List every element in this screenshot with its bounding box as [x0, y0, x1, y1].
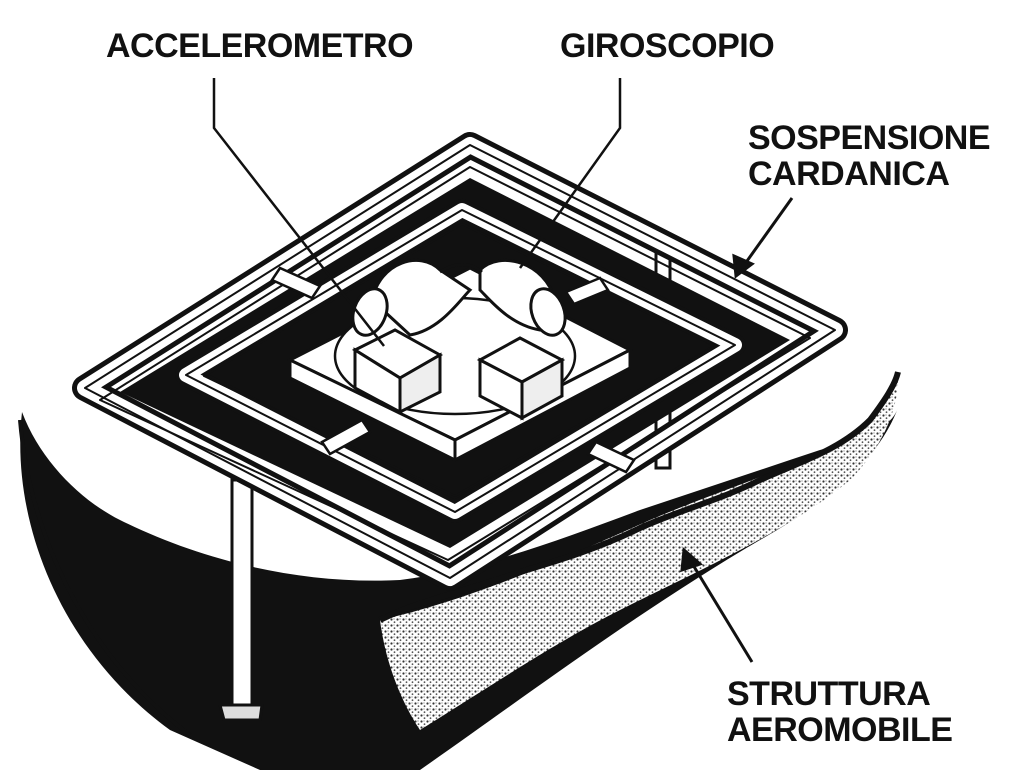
accelerometer-label: ACCELEROMETRO [106, 27, 414, 65]
gyroscope-leader [518, 78, 622, 269]
gyroscope-unit [351, 259, 567, 337]
outer-gimbal-ring [72, 132, 848, 591]
gimbal-label-line2: CARDANICA [748, 155, 950, 193]
gyroscope-label: GIROSCOPIO [560, 27, 775, 65]
gimbal-arrowhead [732, 253, 755, 279]
accelerometer-blocks [351, 328, 566, 421]
leader-lines [212, 78, 622, 347]
gimbal-label-line1: SOSPENSIONE [748, 119, 991, 157]
structure-arrowhead [680, 546, 703, 573]
structure-arrow [688, 559, 754, 663]
structure-label-line1: STRUTTURA [727, 675, 931, 713]
pivot-shafts [270, 266, 636, 474]
gimbal-arrow [740, 197, 794, 269]
callout-arrows [680, 197, 794, 663]
structure-label-line2: AEROMOBILE [727, 711, 953, 749]
inner-gimbal-ring [175, 199, 746, 523]
accelerometer-leader [212, 78, 385, 347]
